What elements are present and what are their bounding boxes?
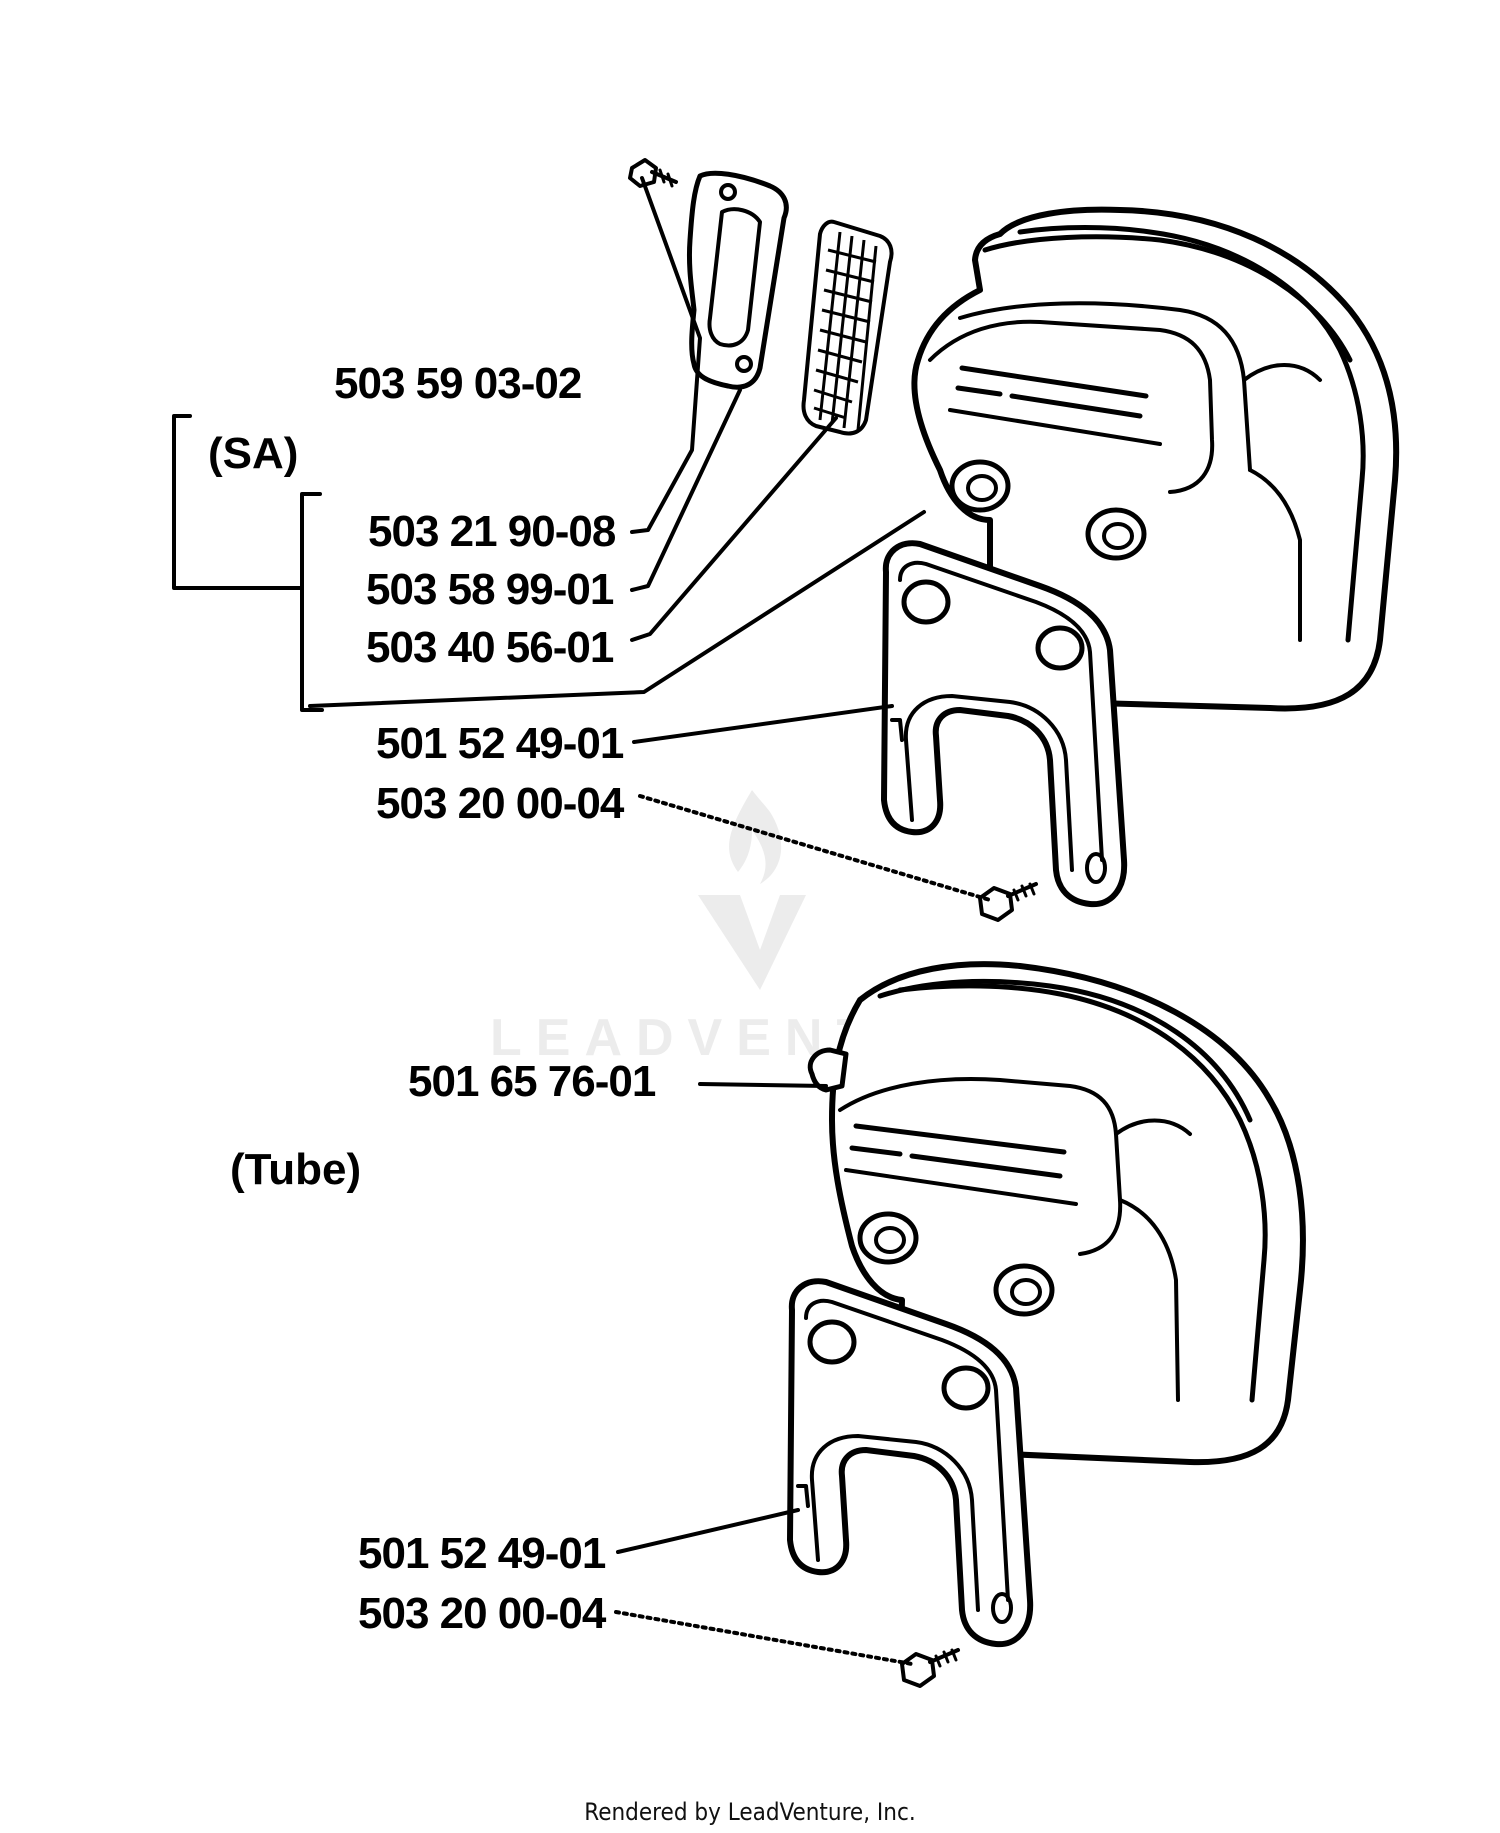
part-number-503-20-00-04-top: 503 20 00-04 bbox=[376, 779, 625, 828]
screw-503-21-90-08 bbox=[628, 158, 678, 188]
muffler-assembly-tube bbox=[787, 961, 1306, 1688]
part-number-503-40-56-01: 503 40 56-01 bbox=[366, 623, 614, 672]
part-number-503-21-90-08: 503 21 90-08 bbox=[368, 507, 616, 556]
screen-503-40-56-01 bbox=[801, 219, 894, 436]
gasket-503-58-99-01 bbox=[686, 170, 789, 390]
watermark-logo bbox=[698, 790, 806, 990]
part-number-501-52-49-01-top: 501 52 49-01 bbox=[376, 719, 624, 768]
group-label-sa: (SA) bbox=[208, 429, 298, 478]
bracket-501-52-49-01-top bbox=[881, 540, 1128, 908]
group-brackets bbox=[172, 414, 324, 712]
part-number-503-20-00-04-bottom: 503 20 00-04 bbox=[358, 1589, 607, 1638]
bolt-503-20-00-04-bottom bbox=[900, 1648, 960, 1688]
bolt-503-20-00-04-top bbox=[978, 882, 1038, 922]
part-number-501-65-76-01: 501 65 76-01 bbox=[408, 1057, 656, 1106]
part-number-503-58-99-01: 503 58 99-01 bbox=[366, 565, 614, 614]
part-number-501-52-49-01-bottom: 501 52 49-01 bbox=[358, 1529, 606, 1578]
part-number-503-59-03-02: 503 59 03-02 bbox=[334, 359, 581, 408]
muffler-assembly-sa bbox=[628, 158, 1400, 922]
part-labels: 503 59 03-02 (SA) 503 21 90-08 503 58 99… bbox=[208, 359, 657, 1638]
bracket-501-52-49-01-bottom bbox=[787, 1278, 1034, 1648]
render-credit: Rendered by LeadVenture, Inc. bbox=[584, 1798, 915, 1826]
group-label-tube: (Tube) bbox=[230, 1145, 361, 1194]
leader-lines bbox=[308, 176, 992, 1666]
